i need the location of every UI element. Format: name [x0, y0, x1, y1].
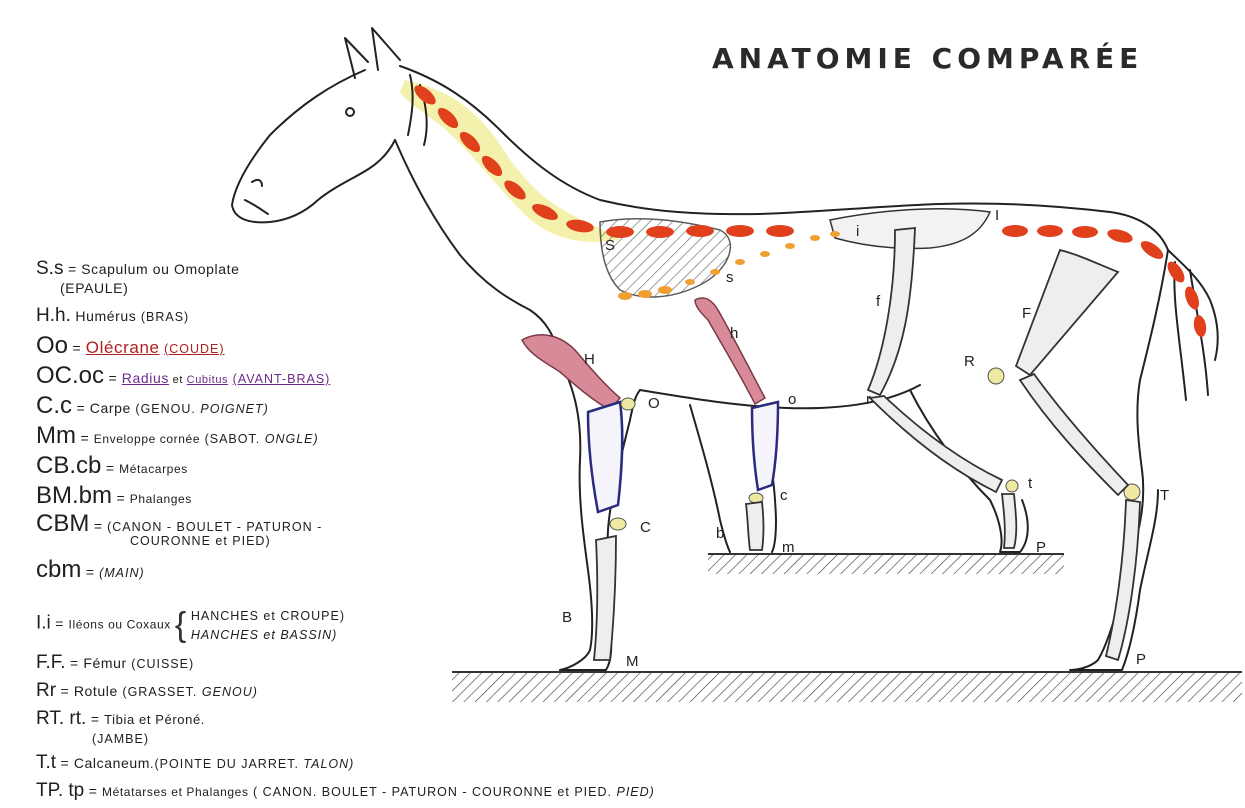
- legend-metatarsus: TP. tp = Métatarses et Phalanges ( CANON…: [36, 780, 655, 802]
- legend-radius: OC.oc = Radius et Cubitus (AVANT-BRAS): [36, 362, 330, 390]
- label-c: c: [780, 487, 788, 504]
- legend-ilium: I.i = Iléons ou Coxaux{HANCHES et CROUPE…: [36, 606, 345, 644]
- label-s: s: [726, 269, 734, 286]
- legend-scapula: S.s = Scapulum ou Omoplate: [36, 258, 240, 280]
- legend-olecranon: Oo = Olécrane (COUDE): [36, 332, 225, 360]
- label-r: r: [866, 391, 871, 408]
- tibia-near: [1020, 374, 1128, 495]
- label-R: R: [964, 353, 975, 370]
- metatarsus-near: [1106, 500, 1140, 660]
- calcaneum-far-joint: [1006, 480, 1018, 492]
- tibia-far: [870, 396, 1002, 492]
- femur-near: [1016, 250, 1118, 375]
- legend-femur: F.F. = Fémur (CUISSE): [36, 652, 194, 674]
- radius-far: [752, 402, 778, 490]
- label-h: h: [730, 325, 738, 342]
- legend-calcaneum: T.t = Calcaneum.(POINTE DU JARRET. TALON…: [36, 752, 354, 774]
- label-i: i: [856, 223, 859, 240]
- legend-patella: Rr = Rotule (GRASSET. GENOU): [36, 680, 258, 702]
- label-o: o: [788, 391, 796, 408]
- label-P-front: P: [1036, 539, 1046, 556]
- legend-tibia: RT. rt. = Tibia et Péroné.: [36, 708, 205, 730]
- ground-far: [708, 554, 1064, 574]
- label-f: f: [876, 293, 881, 310]
- metacarpus-far: [746, 502, 764, 550]
- legend-phalanges: BM.bm = Phalanges: [36, 482, 192, 510]
- label-F: F: [1022, 305, 1031, 322]
- label-t: t: [1028, 475, 1033, 492]
- legend-metacarpus: CB.cb = Métacarpes: [36, 452, 188, 480]
- label-P-back: P: [1136, 651, 1146, 668]
- legend-humerus: H.h. Humérus (BRAS): [36, 305, 189, 327]
- metatarsus-far: [1002, 494, 1016, 548]
- legend-cbm-sub: COURONNE et PIED): [130, 532, 271, 548]
- legend-carpus: C.c = Carpe (GENOU. POIGNET): [36, 392, 269, 420]
- legend-tibia-sub: (JAMBE): [92, 730, 149, 746]
- label-T: T: [1160, 487, 1169, 504]
- femur-far: [868, 228, 915, 395]
- legend-hoof: Mm = Enveloppe cornée (SABOT. ONGLE): [36, 422, 319, 450]
- legend-hand: cbm = (MAIN): [36, 556, 145, 584]
- legend: S.s = Scapulum ou Omoplate (EPAULE) H.h.…: [0, 0, 720, 808]
- label-m: m: [782, 539, 795, 556]
- legend-scapula-sub: (EPAULE): [60, 280, 128, 296]
- patella-joint: [988, 368, 1004, 384]
- label-I: I: [995, 207, 999, 224]
